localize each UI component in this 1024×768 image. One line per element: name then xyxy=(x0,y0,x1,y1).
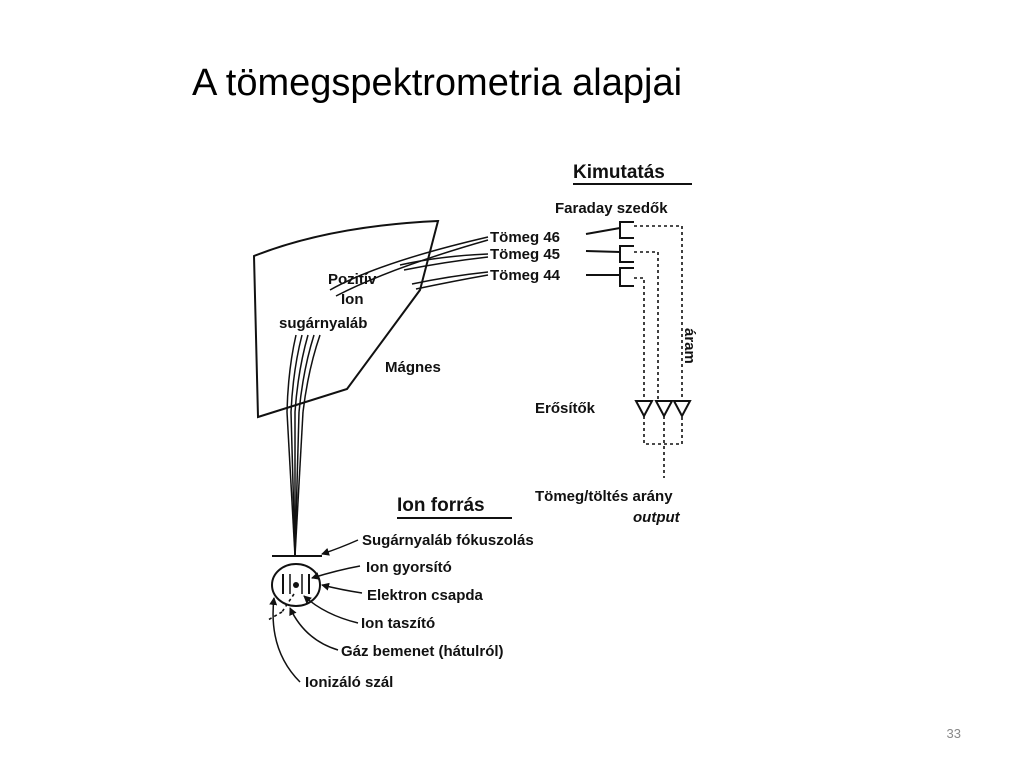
gas-inlet-label: Gáz bemenet (hátulról) xyxy=(341,643,504,660)
current-lines xyxy=(634,225,683,478)
beam-focusing-label: Sugárnyaláb fókuszolás xyxy=(362,532,534,549)
slide-title: A tömegspektrometria alapjai xyxy=(192,62,683,104)
magnet-sector xyxy=(252,219,440,419)
beam-label-positive: Pozitív xyxy=(328,271,377,288)
amplifiers-label: Erősítők xyxy=(535,400,596,417)
detection-heading: Kimutatás xyxy=(573,162,665,183)
ion-repeller-label: Ion taszító xyxy=(361,615,435,632)
ion-beam xyxy=(286,334,321,557)
output-label: output xyxy=(633,509,681,526)
beam-label-ion: Ion xyxy=(341,291,364,308)
callout-arrows xyxy=(269,539,363,683)
mass-45-label: Tömeg 45 xyxy=(490,246,560,263)
faraday-collectors-label: Faraday szedők xyxy=(555,200,668,217)
ionizing-filament-label: Ionizáló szál xyxy=(305,674,393,691)
magnet-label: Mágnes xyxy=(385,359,441,376)
mass-charge-ratio-label: Tömeg/töltés arány xyxy=(535,488,673,505)
electron-trap-label: Elektron csapda xyxy=(367,587,484,604)
page-number: 33 xyxy=(946,726,961,741)
beam-label-beam: sugárnyaláb xyxy=(279,315,367,332)
collector-leads xyxy=(585,227,621,276)
beam-paths xyxy=(329,236,489,297)
current-label: áram xyxy=(681,328,698,364)
amplifier-icon xyxy=(634,400,692,419)
mass-44-label: Tömeg 44 xyxy=(490,267,561,284)
ion-source xyxy=(267,555,322,621)
ion-accelerator-label: Ion gyorsító xyxy=(366,559,452,576)
ion-source-heading: Ion forrás xyxy=(397,495,485,516)
faraday-cups xyxy=(619,221,634,287)
mass-46-label: Tömeg 46 xyxy=(490,229,560,246)
